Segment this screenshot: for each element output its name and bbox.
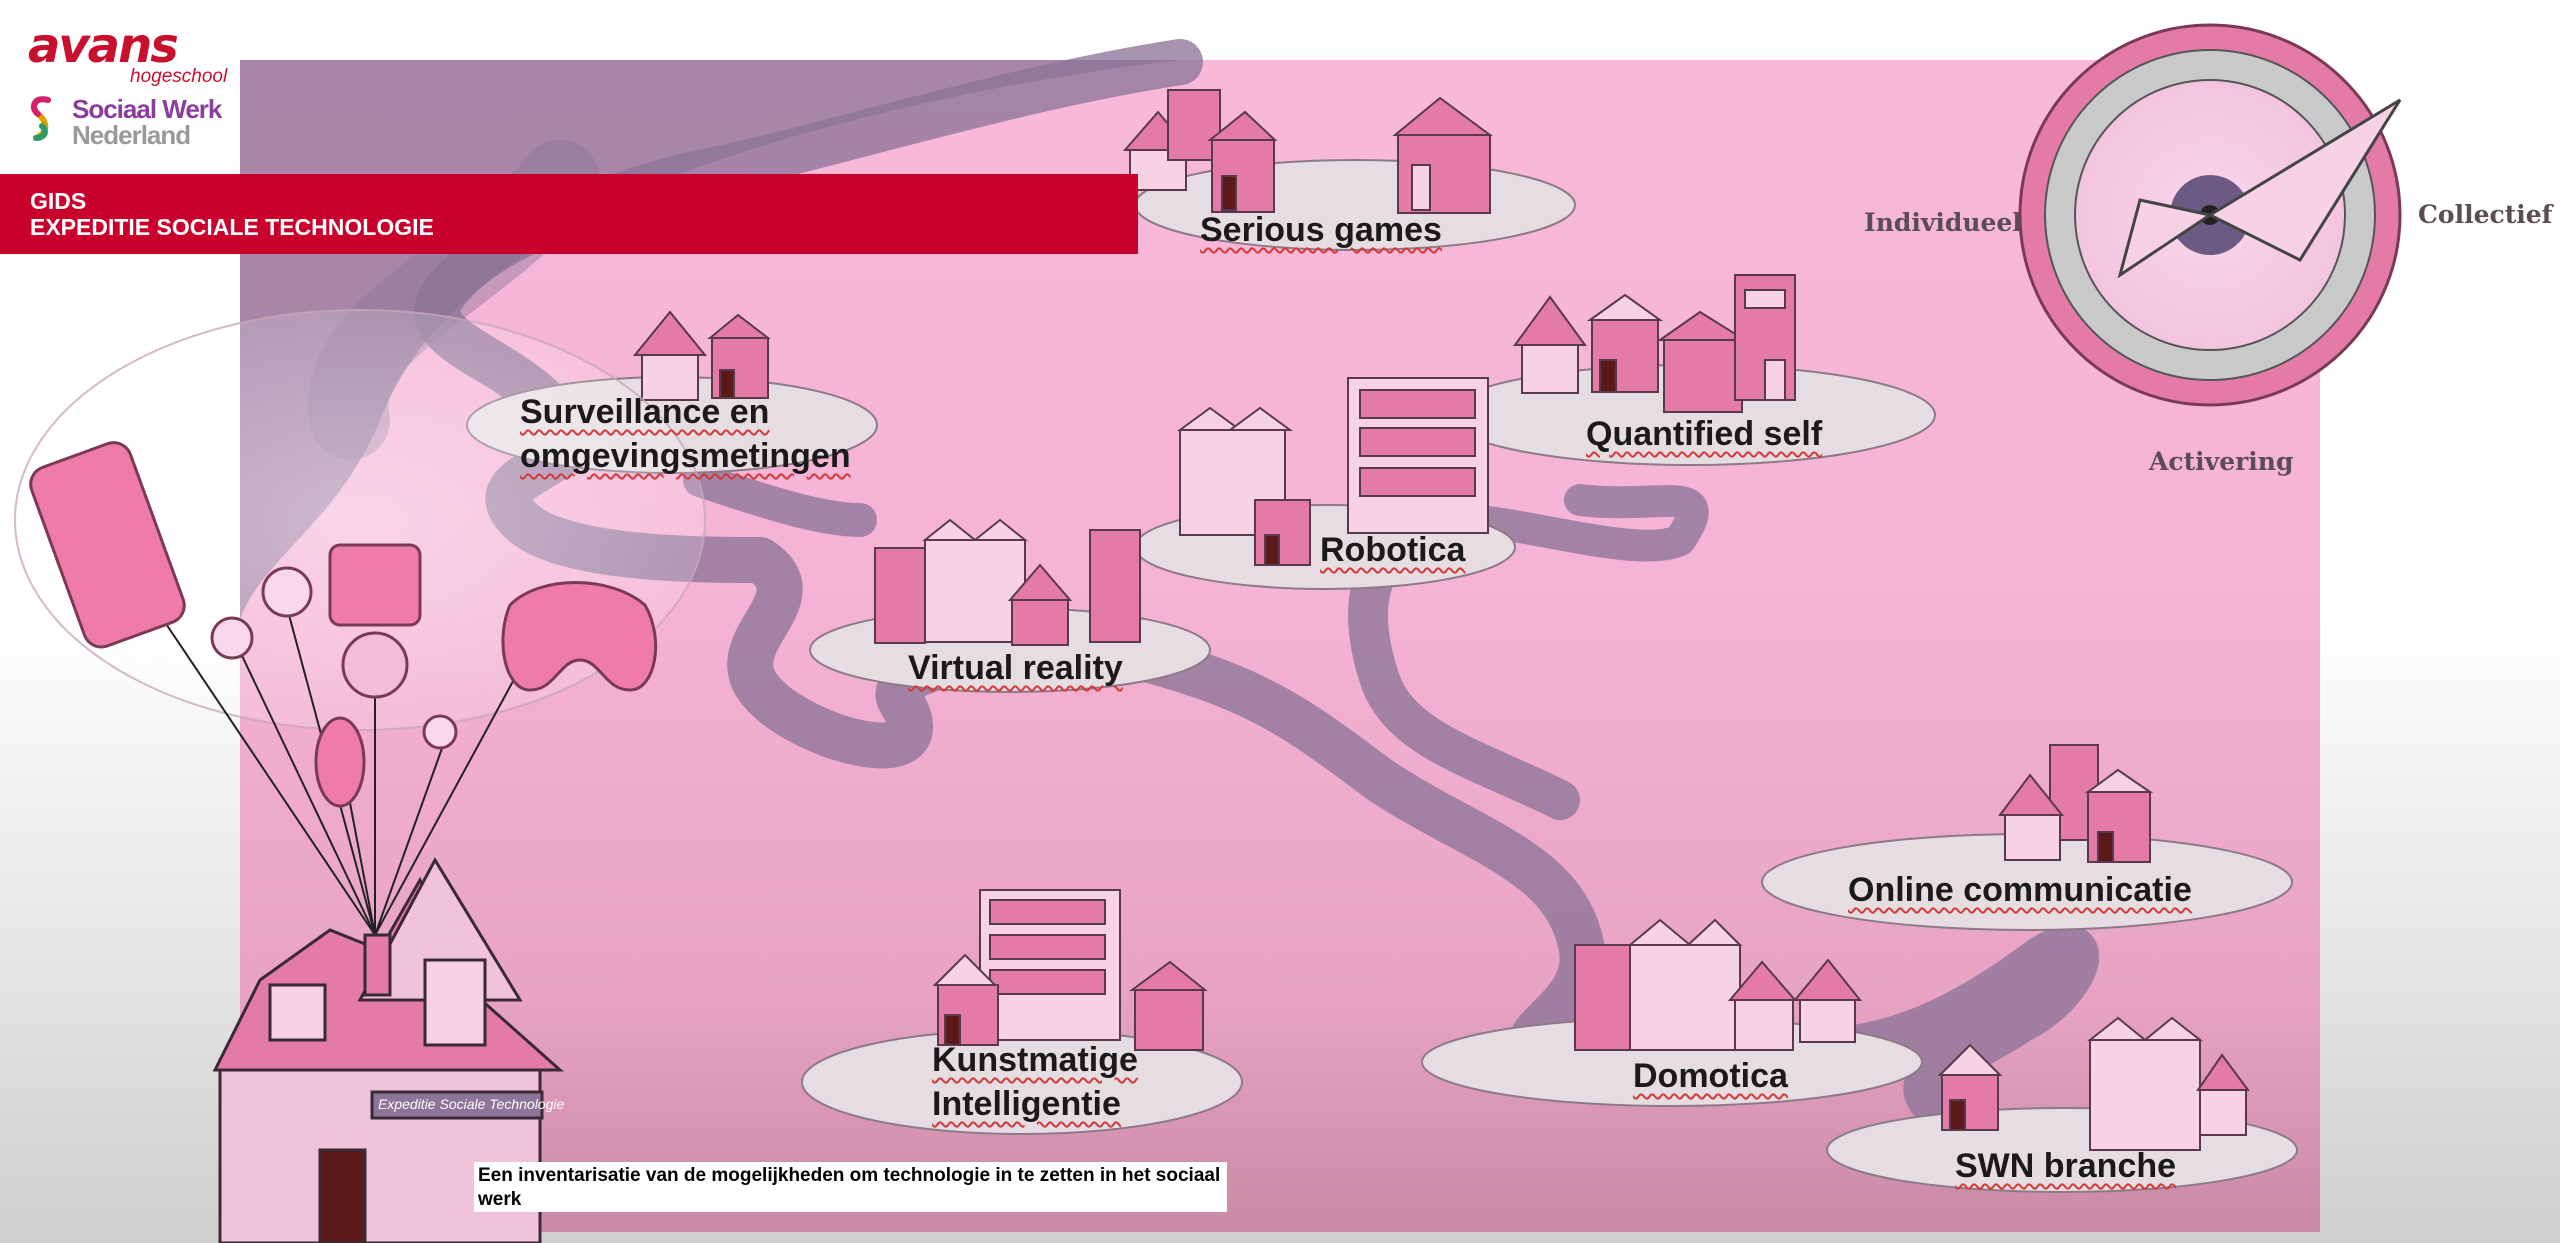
avans-logo: avans bbox=[28, 18, 179, 74]
compass-needle-tail bbox=[2117, 198, 2214, 279]
compass-label-activering: Activering bbox=[2149, 447, 2294, 476]
gamepad-icon bbox=[501, 581, 658, 692]
island-quantified-self[interactable]: Quantified self bbox=[1586, 412, 1822, 456]
vr-headset-icon bbox=[314, 716, 366, 808]
island-label-line1: Kunstmatige bbox=[932, 1041, 1138, 1079]
island-robotica[interactable]: Robotica bbox=[1320, 528, 1465, 572]
swn-logo-line1: Sociaal Werk bbox=[72, 94, 222, 124]
expedition-house bbox=[212, 856, 564, 1243]
island-label-line1: Domotica bbox=[1633, 1057, 1788, 1095]
title-banner: GIDS EXPEDITIE SOCIALE TECHNOLOGIE bbox=[0, 174, 1138, 254]
drone-icon bbox=[328, 543, 422, 627]
island-virtual-reality[interactable]: Virtual reality bbox=[908, 646, 1123, 690]
island-label-line1: Serious games bbox=[1200, 211, 1442, 249]
island-label-line1: Online communicatie bbox=[1848, 871, 2192, 909]
island-label-line1: SWN branche bbox=[1955, 1147, 2177, 1185]
swn-logo-line2: Nederland bbox=[72, 120, 191, 150]
island-label-line1: Quantified self bbox=[1586, 415, 1823, 453]
houses bbox=[632, 89, 2250, 1151]
swn-logo: Sociaal Werk Nederland bbox=[72, 94, 222, 150]
island-online-communicatie[interactable]: Online communicatie bbox=[1848, 868, 2192, 912]
island-label-line2: Intelligentie bbox=[932, 1085, 1121, 1123]
smartphone-icon bbox=[29, 441, 186, 649]
avans-logo-subtitle: hogeschool bbox=[130, 66, 228, 87]
island-surveillance[interactable]: Surveillance en omgevingsmetingen bbox=[520, 390, 851, 478]
banner-line1: GIDS bbox=[30, 188, 87, 214]
compass-label-collectief: Collectief bbox=[2418, 200, 2553, 229]
island-domotica[interactable]: Domotica bbox=[1633, 1054, 1788, 1098]
house-sign: Expeditie Sociale Technologie bbox=[378, 1096, 564, 1112]
robot-face-icon bbox=[341, 631, 409, 699]
compass-label-individueel: Individueel bbox=[1864, 208, 2022, 237]
island-label-line1: Robotica bbox=[1320, 531, 1466, 569]
swn-logo-icon bbox=[30, 96, 51, 141]
island-kunstmatige-intelligentie[interactable]: Kunstmatige Intelligentie bbox=[932, 1038, 1138, 1126]
chat-bubble-icon bbox=[210, 616, 254, 660]
banner-line2: EXPEDITIE SOCIALE TECHNOLOGIE bbox=[30, 214, 434, 240]
caption: Een inventarisatie van de mogelijkheden … bbox=[474, 1162, 1227, 1212]
island-serious-games[interactable]: Serious games bbox=[1200, 208, 1442, 252]
island-label-line1: Surveillance en bbox=[520, 393, 770, 431]
balloon-cluster bbox=[14, 309, 706, 936]
island-label-line2: omgevingsmetingen bbox=[520, 437, 851, 475]
compass-needle bbox=[2206, 98, 2402, 262]
magnifier-icon bbox=[422, 714, 458, 750]
chat-bubble-icon bbox=[261, 566, 313, 618]
island-label-line1: Virtual reality bbox=[908, 649, 1123, 687]
island-swn-branche[interactable]: SWN branche bbox=[1955, 1144, 2176, 1188]
compass bbox=[2018, 23, 2402, 407]
